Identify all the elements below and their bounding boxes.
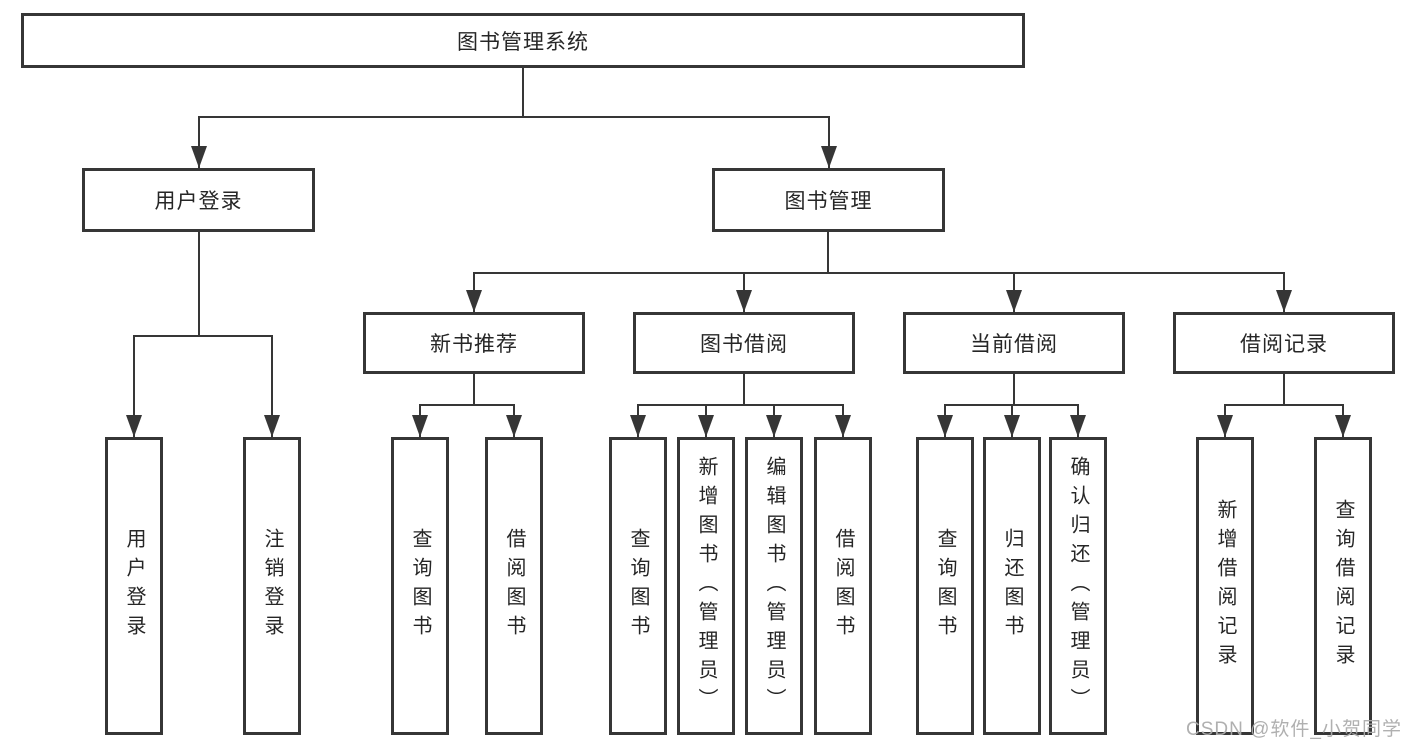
node-new-book-recommendation: 新书推荐 (363, 312, 585, 374)
node-edit-books-admin: 编辑图书（管理员） (745, 437, 803, 735)
node-library-system: 图书管理系统 (21, 13, 1025, 68)
node-query-books-1: 查询图书 (391, 437, 449, 735)
node-add-books-admin: 新增图书（管理员） (677, 437, 735, 735)
csdn-watermark: CSDN @软件_小贺同学 (1186, 719, 1402, 740)
node-user-login-leaf: 用户登录 (105, 437, 163, 735)
node-query-books-3: 查询图书 (916, 437, 974, 735)
node-query-books-2: 查询图书 (609, 437, 667, 735)
node-confirm-return-admin: 确认归还（管理员） (1049, 437, 1107, 735)
node-book-borrowing: 图书借阅 (633, 312, 855, 374)
node-borrow-books-1: 借阅图书 (485, 437, 543, 735)
node-book-management: 图书管理 (712, 168, 945, 232)
node-borrowing-records: 借阅记录 (1173, 312, 1395, 374)
node-user-login-branch: 用户登录 (82, 168, 315, 232)
node-return-books: 归还图书 (983, 437, 1041, 735)
node-add-borrow-record: 新增借阅记录 (1196, 437, 1254, 735)
node-query-borrow-record: 查询借阅记录 (1314, 437, 1372, 735)
node-borrow-books-2: 借阅图书 (814, 437, 872, 735)
node-logout: 注销登录 (243, 437, 301, 735)
node-current-borrowing: 当前借阅 (903, 312, 1125, 374)
